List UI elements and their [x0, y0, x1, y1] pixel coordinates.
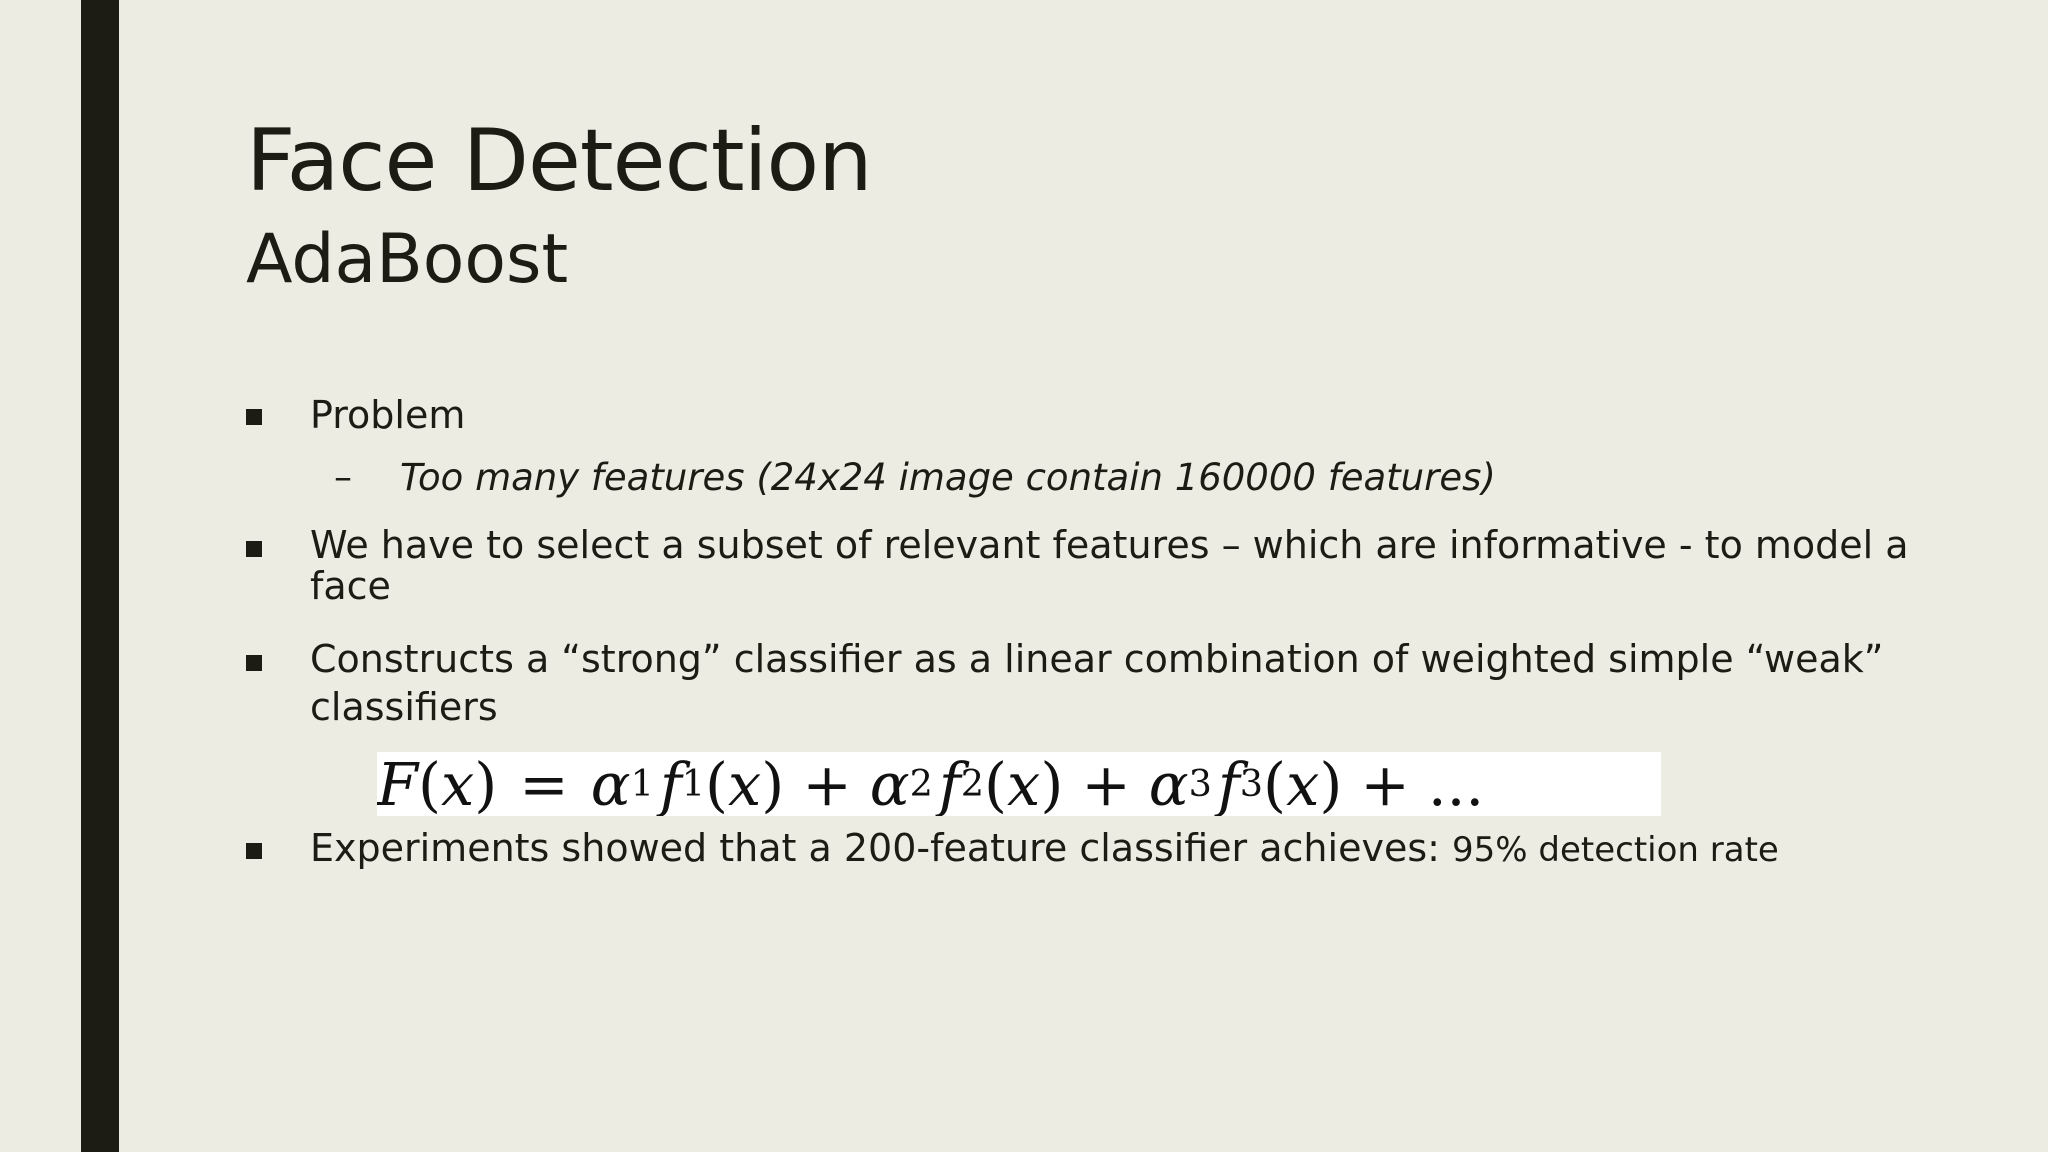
bullet-square [246, 541, 262, 557]
bullet-select-subset-line1: We have to select a subset of relevant f… [310, 523, 1909, 567]
bullet-select-subset-line2: face [310, 564, 391, 608]
bullet-strong-classifier-line1: Constructs a “strong” classifier as a li… [310, 637, 1884, 681]
bullet-square [246, 409, 262, 425]
slide-title: Face Detection [246, 111, 873, 211]
experiments-text: Experiments showed that a 200-feature cl… [310, 826, 1440, 870]
bullet-square [246, 843, 262, 859]
accent-sidebar-bar [81, 0, 119, 1152]
bullet-experiments: Experiments showed that a 200-feature cl… [310, 829, 1779, 867]
sub-bullet-dash: – [334, 457, 352, 498]
bullet-strong-classifier-line2: classifiers [310, 685, 498, 729]
bullet-square [246, 655, 262, 671]
slide-subtitle: AdaBoost [246, 220, 569, 299]
sub-bullet-features: Too many features (24x24 image contain 1… [400, 456, 1496, 499]
bullet-problem: Problem [310, 393, 466, 437]
detection-rate-text: 95% detection rate [1452, 830, 1779, 870]
